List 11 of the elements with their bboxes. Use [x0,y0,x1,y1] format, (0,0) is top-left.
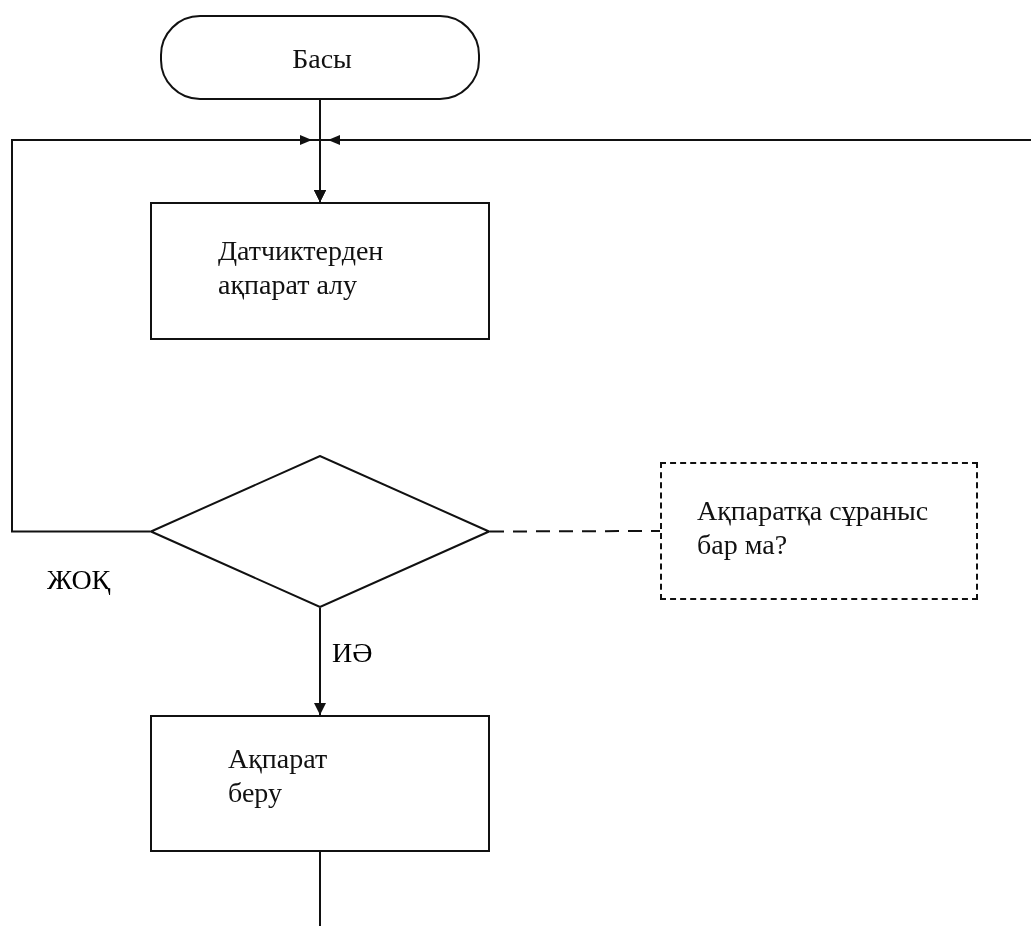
node-text: Ақпаратқа сұраныс бар ма? [697,494,930,562]
arrow [314,607,326,716]
connector-line [489,530,661,533]
decision-diamond [150,455,490,608]
node-text: Датчиктерден ақпарат алу [218,234,385,302]
process-box [150,715,490,852]
node-text: Ақпарат беру [228,742,329,810]
node-text: Басы [291,42,353,76]
annotation-box [660,462,978,600]
connector-line [319,851,321,926]
process-box [150,202,490,340]
